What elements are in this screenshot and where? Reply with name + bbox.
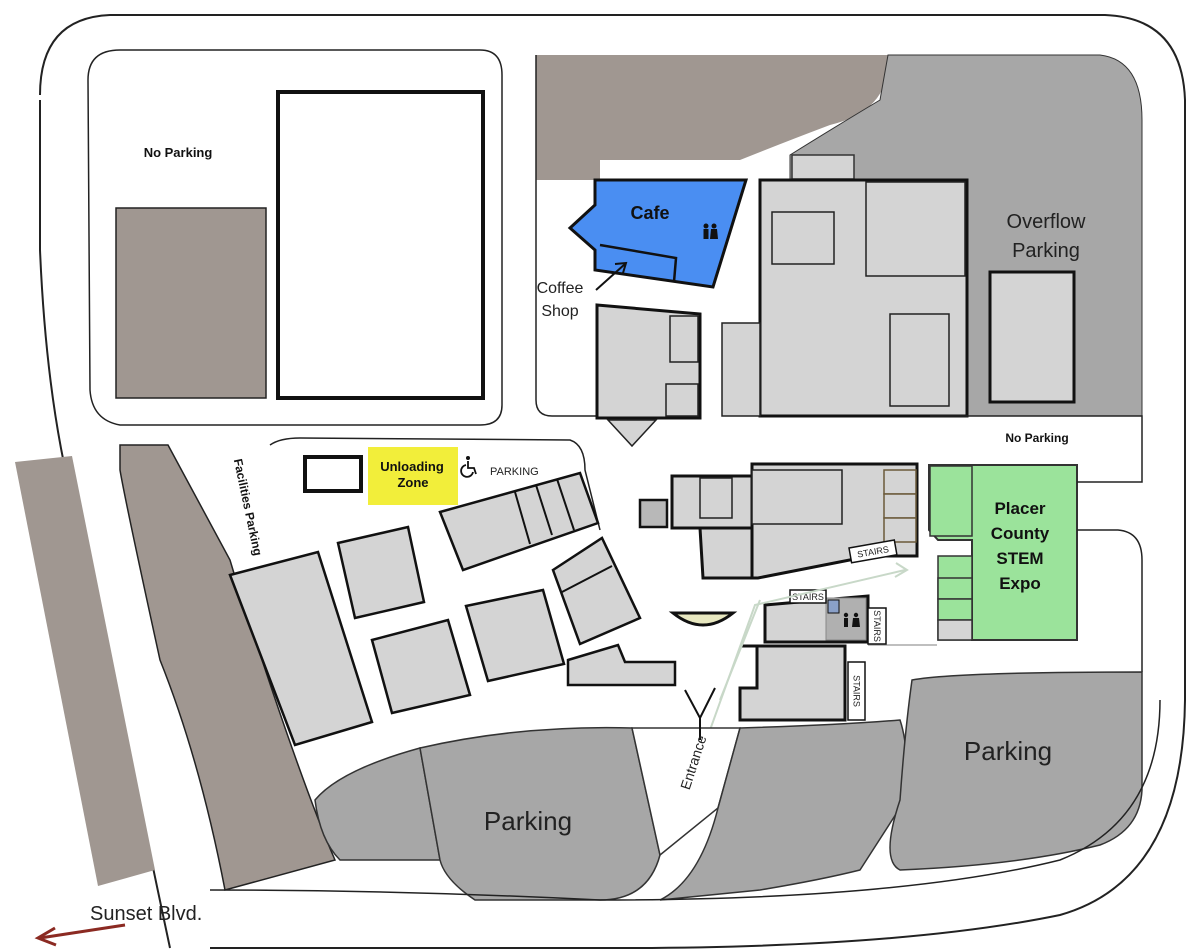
lot-building-5 [551, 536, 642, 646]
central-east-room-a [699, 477, 733, 519]
facilities-brown-strip [119, 444, 337, 891]
south-of-cafe-point [606, 419, 658, 448]
lot-building-4 [438, 471, 600, 572]
unloading-zone-label-2: Zone [397, 475, 428, 490]
stairs-label-2: STAIRS [792, 592, 824, 602]
south-center-parking [419, 726, 661, 901]
cafe-building [567, 178, 749, 289]
wheelchair-icon [460, 456, 477, 478]
stem-expo-room-1 [937, 577, 973, 600]
overflow-small-box [791, 154, 855, 180]
coffee-shop-outline [599, 243, 678, 283]
small-outlined-box [303, 455, 363, 493]
stairs-box-4: STAIRS [847, 661, 866, 721]
amphitheater-semicircle [668, 611, 738, 627]
stem-expo-label-1: Placer [994, 499, 1045, 518]
central-east-room-c [751, 469, 843, 525]
parking-center-label: Parking [484, 806, 572, 836]
south-of-cafe-room-1 [669, 315, 699, 363]
overflow-parking-label-1: Overflow [1007, 211, 1086, 233]
central-lot-outline [269, 437, 601, 531]
coffee-shop-label-1: Coffee [537, 280, 584, 297]
east-road-outline [930, 415, 1143, 483]
central-north-annex [721, 322, 761, 417]
nw-large-building [276, 90, 485, 400]
kiosk-square [638, 498, 669, 529]
lot-building-3 [464, 588, 566, 683]
sunset-brown-strip [15, 456, 155, 886]
brown-room-1 [883, 469, 917, 495]
sunset-blvd-label: Sunset Blvd. [90, 903, 202, 925]
north-road-outline [535, 55, 600, 417]
east-parking-lot [889, 671, 1143, 871]
stem-expo-label-4: Expo [999, 574, 1041, 593]
lot-building-5-divider [561, 565, 613, 593]
east-road-lower [1077, 529, 1143, 672]
stem-expo-gray-box [937, 619, 973, 641]
accessible-parking-label: PARKING [490, 466, 539, 478]
stem-expo-inner-room [929, 465, 973, 537]
brown-room-3 [883, 517, 917, 543]
no-parking-top-label: No Parking [144, 145, 213, 160]
brown-room-2 [883, 493, 917, 519]
stem-expo-room-2 [937, 598, 973, 621]
overflow-building [988, 270, 1076, 404]
restroom-icon [703, 223, 718, 239]
lot-building-6 [566, 643, 677, 687]
stem-expo-label-3: STEM [996, 549, 1043, 568]
lot-building-4-divider-1 [514, 491, 531, 545]
central-north-room-3 [889, 313, 950, 407]
stairs-box-2: STAIRS [789, 589, 827, 604]
south-west-parking [314, 747, 441, 861]
lot-building-4-divider-2 [535, 484, 553, 536]
north-brown-area [536, 55, 889, 180]
no-parking-right-label: No Parking [1005, 431, 1068, 445]
stairs-label-4: STAIRS [852, 675, 862, 707]
lot-building-4-divider-3 [556, 478, 575, 531]
lot-building-2 [370, 618, 472, 715]
stairs-label-3: STAIRS [872, 610, 882, 642]
south-restroom-icon [843, 612, 860, 627]
unloading-zone [368, 447, 458, 505]
coffee-shop-pointer [595, 263, 626, 291]
stairs-box-1: STAIRS [848, 539, 898, 564]
central-north-room-1 [771, 211, 835, 265]
outer-road-boundary [39, 14, 1186, 949]
unloading-zone-label-1: Unloading [380, 459, 444, 474]
stem-expo-label-2: County [991, 524, 1050, 543]
south-road-curve [209, 699, 1161, 901]
south-of-cafe-room-2 [665, 383, 699, 417]
walking-path-arrowhead [894, 562, 909, 578]
facilities-building [228, 550, 374, 747]
cafe-label: Cafe [630, 203, 669, 223]
nw-brown-lot [115, 207, 267, 399]
parking-right-label: Parking [964, 736, 1052, 766]
lot-building-1 [336, 525, 426, 620]
south-east-building [738, 644, 847, 722]
direction-arrow-icon [34, 923, 126, 947]
walking-path-branch [719, 599, 761, 701]
stairs-box-3: STAIRS [867, 607, 887, 645]
facilities-parking-label: Facilities Parking [231, 457, 265, 556]
coffee-shop-label-2: Shop [541, 303, 578, 320]
entrance-y-marker [684, 687, 716, 740]
overflow-parking-label-2: Parking [1012, 240, 1080, 262]
central-east-building-b [698, 526, 757, 580]
coffee-shop-pointer-head [614, 261, 628, 274]
central-north-room-2 [865, 181, 966, 277]
elevator-box [827, 599, 840, 614]
south-east-parking [659, 719, 908, 901]
